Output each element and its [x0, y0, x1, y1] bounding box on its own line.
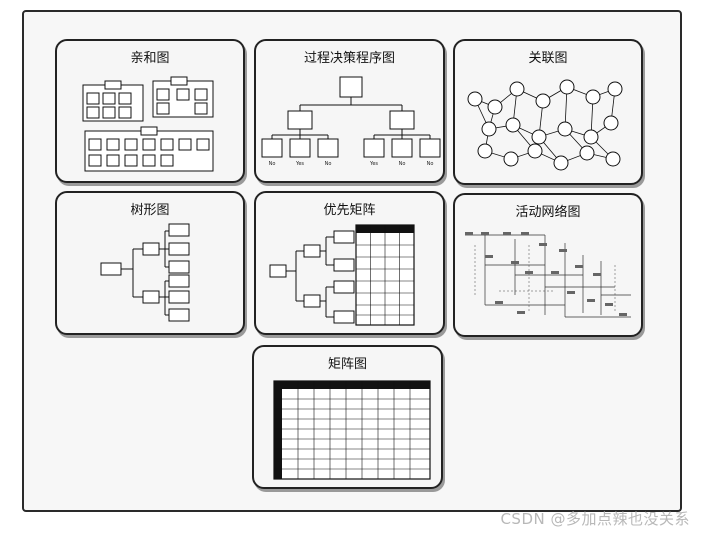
card-tree-diagram: 树形图	[55, 191, 245, 335]
activity-network-illustration	[465, 232, 631, 318]
card-title: 关联图	[528, 51, 568, 66]
card-title: 优先矩阵	[323, 203, 376, 218]
card-priority-matrix: 优先矩阵	[254, 191, 445, 335]
card-title: 树形图	[130, 203, 170, 218]
matrix-diagram-illustration	[273, 380, 431, 480]
card-pdpc-diagram: 过程决策程序图 No Yes No Yes No No	[254, 39, 445, 183]
card-interrelationship-diagram: 关联图	[453, 39, 643, 185]
card-title: 过程决策程序图	[303, 51, 395, 66]
pdpc-label: No	[325, 161, 332, 167]
pdpc-diagram-illustration: No Yes No Yes No No	[261, 76, 441, 167]
interrelationship-diagram-illustration	[467, 79, 623, 171]
pdpc-label: Yes	[295, 161, 304, 167]
watermark: CSDN @多加点辣也没关系	[500, 510, 690, 528]
affinity-diagram-illustration	[82, 76, 214, 172]
pdpc-label: No	[427, 161, 434, 167]
pdpc-label: No	[269, 161, 276, 167]
pdpc-label: No	[399, 161, 406, 167]
tree-diagram-illustration	[100, 223, 190, 322]
pdpc-label: Yes	[369, 161, 378, 167]
card-title: 活动网络图	[515, 205, 581, 220]
card-activity-network-diagram: 活动网络图	[453, 193, 643, 337]
priority-matrix-illustration	[269, 224, 415, 326]
card-matrix-diagram: 矩阵图	[252, 345, 443, 489]
card-title: 亲和图	[130, 51, 170, 66]
card-title: 矩阵图	[327, 357, 367, 372]
card-affinity-diagram: 亲和图	[55, 39, 245, 183]
